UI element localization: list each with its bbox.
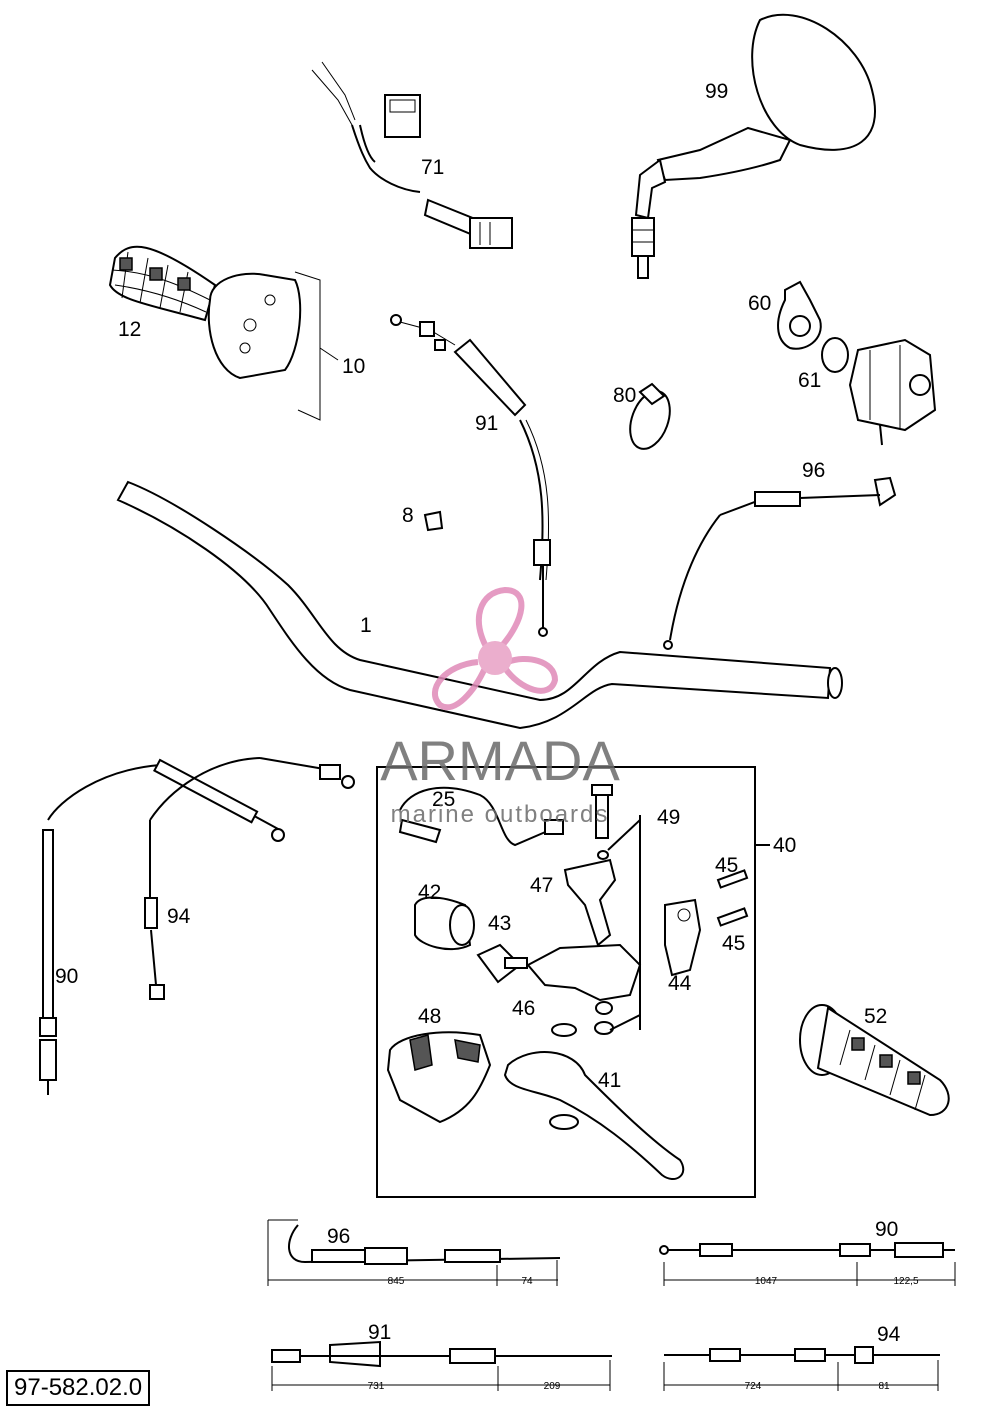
- right-grip: [799, 1004, 950, 1117]
- mirror: [631, 13, 877, 279]
- choke-assembly: [777, 280, 937, 432]
- choke-cable-upper: [663, 424, 897, 650]
- label-part-80: 80: [613, 384, 636, 407]
- label-part-25: 25: [432, 788, 455, 811]
- label-part-96: 96: [802, 459, 825, 482]
- watermark: ARMADA marine outboards: [380, 586, 620, 828]
- dim-94-length: 724: [745, 1381, 762, 1392]
- cable-spec-91: [271, 1340, 612, 1391]
- label-part-61: 61: [798, 369, 821, 392]
- label-spec-94: 94: [877, 1323, 901, 1346]
- dim-96-end: 74: [521, 1276, 533, 1287]
- dim-90-length: 1047: [755, 1276, 778, 1287]
- label-part-1: 1: [360, 614, 372, 637]
- watermark-brand: ARMADA: [380, 729, 620, 792]
- clip-8: [423, 510, 444, 532]
- label-part-71: 71: [421, 156, 444, 179]
- label-part-12: 12: [118, 318, 141, 341]
- hose-clamp: [629, 382, 671, 450]
- drawing-number: 97-582.02.0: [6, 1370, 151, 1406]
- cable-spec-96: [267, 1219, 561, 1286]
- label-part-44: 44: [668, 972, 692, 995]
- label-part-99: 99: [705, 80, 728, 103]
- label-part-41: 41: [598, 1069, 621, 1092]
- label-part-90: 90: [55, 965, 78, 988]
- label-spec-96: 96: [327, 1225, 350, 1248]
- label-part-45-upper: 45: [715, 854, 738, 877]
- label-spec-90: 90: [875, 1218, 898, 1241]
- label-spec-91: 91: [368, 1321, 391, 1344]
- throttle-cable-upper: [390, 314, 551, 637]
- label-part-94: 94: [167, 905, 191, 928]
- cable-spec-94: [663, 1346, 940, 1391]
- label-part-10: 10: [342, 355, 365, 378]
- label-part-60: 60: [748, 292, 771, 315]
- handlebar: [116, 480, 843, 730]
- clutch-cable-94: [144, 757, 355, 1000]
- label-part-42: 42: [418, 881, 441, 904]
- dim-90-end: 122,5: [893, 1276, 918, 1287]
- label-part-43: 43: [488, 912, 511, 935]
- cable-spec-90: [659, 1242, 956, 1286]
- label-part-52: 52: [864, 1005, 887, 1028]
- label-part-48: 48: [418, 1005, 441, 1028]
- group-box-40: [376, 766, 756, 1198]
- label-part-49: 49: [657, 806, 680, 829]
- throttle-grip-assembly: [108, 245, 339, 421]
- label-part-91: 91: [475, 412, 498, 435]
- label-part-40: 40: [773, 834, 796, 857]
- clutch-cable-90: [39, 764, 161, 1095]
- label-part-47: 47: [530, 874, 553, 897]
- label-part-45-lower: 45: [722, 932, 745, 955]
- dim-91-length: 731: [368, 1381, 385, 1392]
- dim-91-end: 209: [544, 1381, 561, 1392]
- clutch-lever-assembly: [386, 784, 749, 1180]
- kill-switch: [311, 61, 513, 249]
- propeller-logo: [432, 586, 559, 711]
- label-part-8: 8: [402, 504, 414, 527]
- dim-94-end: 81: [878, 1381, 890, 1392]
- label-part-46: 46: [512, 997, 535, 1020]
- dim-96-length: 845: [388, 1276, 405, 1287]
- watermark-tagline: marine outboards: [391, 801, 610, 828]
